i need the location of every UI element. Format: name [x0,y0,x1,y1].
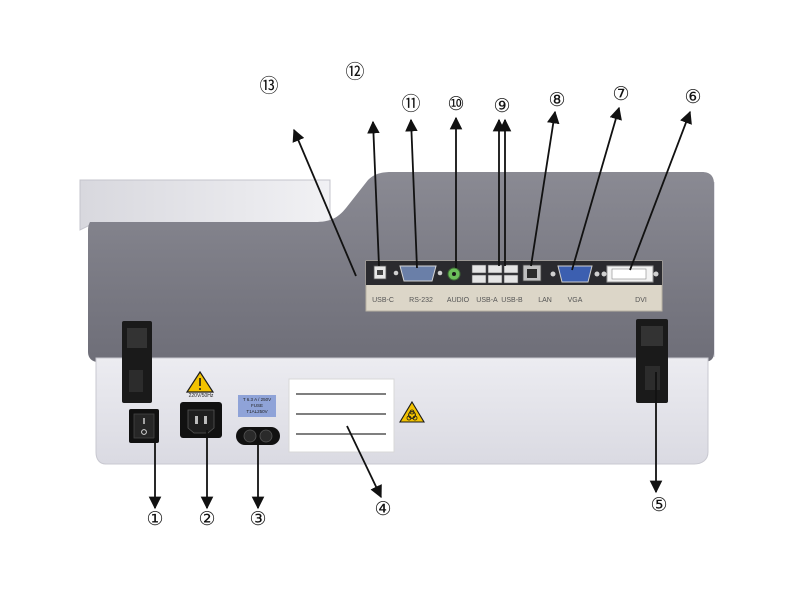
power-switch-icon [129,409,159,443]
arrow-4 [346,425,382,499]
port-label-lan: LAN [538,297,552,304]
port-label-audio: AUDIO [446,297,470,304]
callout-2: ② [198,508,216,530]
callout-1: ① [146,508,164,530]
callout-7: ⑦ [612,83,630,105]
callout-11: ⑪ [401,93,421,115]
arrow-7 [571,106,622,271]
arrow-11 [405,118,418,269]
callout-3: ③ [249,508,267,530]
arrow-12 [367,120,380,267]
power-inlet [180,402,222,438]
fuse-text-line-2: FUSE [250,403,263,408]
port-label-usb-b: USB-B [501,297,523,304]
fuse-holder [236,427,280,445]
port-label-vga: VGA [567,297,583,304]
fuse-label-plate [238,395,276,417]
arrow-13 [292,128,357,277]
right-latch [636,319,668,403]
callout-13: ⑬ [259,75,279,97]
port-label-usb-a: USB-A [476,297,498,304]
callout-6: ⑥ [684,86,702,108]
fuse-text-line-3: T1AL250V [246,409,268,414]
arrow-8 [530,110,560,267]
info-label-sticker [288,378,395,453]
usb-a-ports [471,264,503,284]
port-label-usb-c: USB-C [372,297,394,304]
port-label-rs232: RS-232 [409,297,433,304]
callout-12: ⑫ [345,61,365,83]
vga-port [557,265,593,283]
callout-9: ⑨ [493,95,511,117]
biohazard-icon [399,400,425,423]
callout-5: ⑤ [650,494,668,516]
left-latch [122,321,152,403]
usb-b-ports [503,264,519,284]
rs232-port [399,265,437,282]
callout-arrows [148,106,692,510]
callout-8: ⑧ [548,89,566,111]
arrow-6 [629,110,692,271]
callout-4: ④ [374,498,392,520]
fuse-text-line-1: T 6.3 A / 250V [242,397,272,402]
warning-triangle-icon [185,370,215,393]
power-rating-text: 220V/50Hz [188,393,214,399]
callout-10: ⑩ [447,93,465,115]
port-label-dvi: DVI [635,297,647,304]
